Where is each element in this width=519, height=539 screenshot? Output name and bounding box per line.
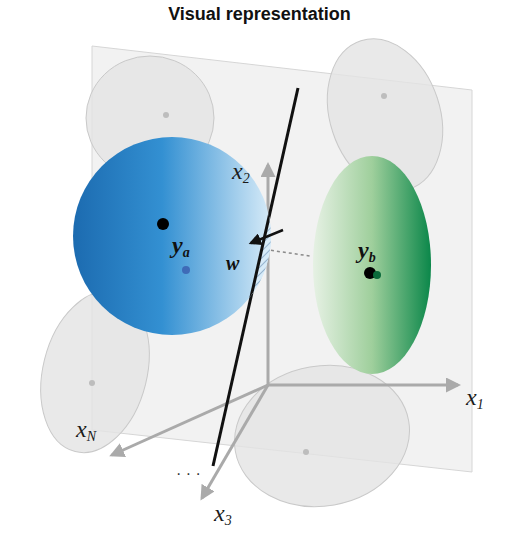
vector-label: w [226,252,239,274]
axis-line [267,165,270,385]
shadow-dot [381,93,387,99]
class-disk-shape [73,137,271,335]
shadow-dot [89,380,95,386]
axis-label: x3 [214,500,232,528]
axis-line [202,385,268,498]
axis-label: x2 [232,158,250,186]
class-center-dot [157,218,169,230]
axis-label: xN [76,416,96,444]
shadow-ellipse [223,352,421,520]
class-center-label: ya [172,232,190,260]
shadow-dot [303,449,309,455]
class-center-label: yb [358,237,376,265]
shadow-dot [163,112,169,118]
estimate-dot [373,271,381,279]
estimate-dot [182,266,190,274]
class-ellipse-shape [313,156,431,374]
normal-vector [251,230,283,243]
hatched-overlap [213,88,298,466]
axis-line [112,385,268,455]
figure-title: Visual representation [0,4,519,25]
ellipsis-mark: · · · [176,466,201,482]
axis-label: x1 [466,384,484,412]
axis-line [268,384,458,387]
shadow-ellipses [25,24,462,520]
separating-line [213,88,298,466]
class-ellipse: yb [312,155,432,375]
center-link [271,250,312,256]
